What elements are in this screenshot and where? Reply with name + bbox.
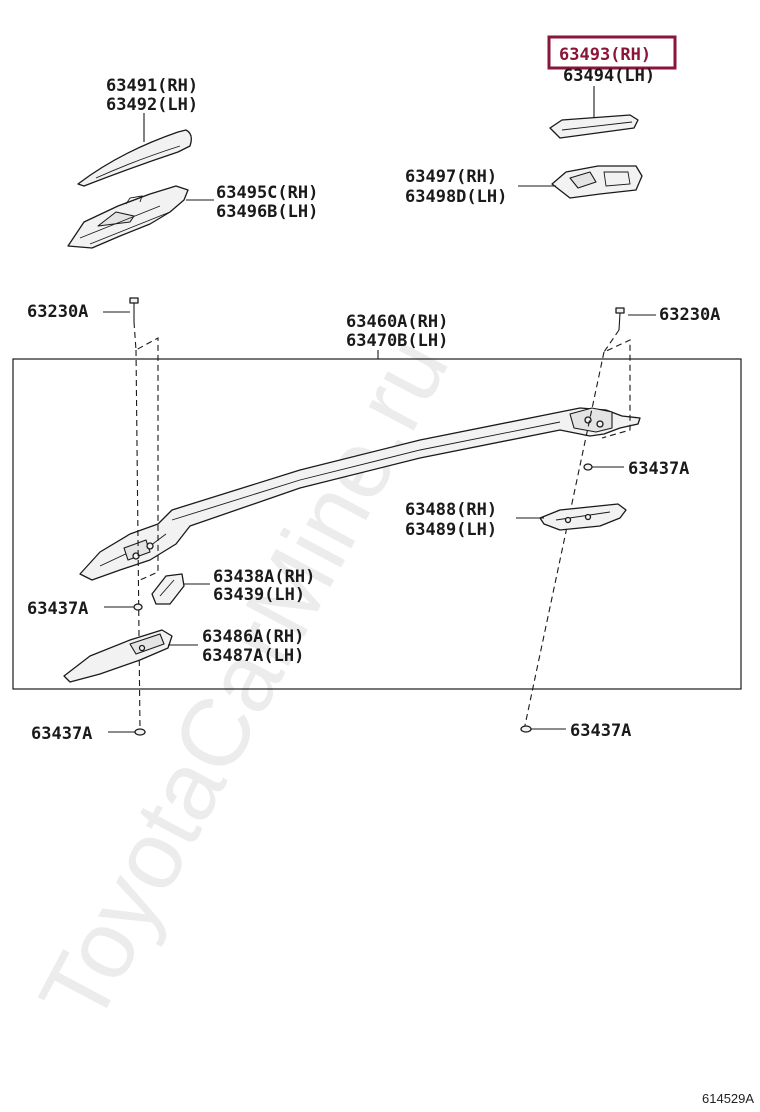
label-63495c: 63495C(RH) [216,183,318,203]
label-63494: 63494(LH) [563,66,655,86]
label-63496b: 63496B(LH) [216,202,318,222]
watermark: ToyotaCarMine.ru [19,321,469,1040]
label-63493: 63493(RH) [559,45,651,65]
label-63230a-left: 63230A [27,302,88,322]
alignment-lines [133,321,631,731]
highlight-box-63493 [547,35,677,70]
part-63493-cover [549,114,639,139]
label-63230a-right: 63230A [659,305,720,325]
label-63498d: 63498D(LH) [405,187,507,207]
part-63495c-base [67,185,189,249]
part-63438a-bracket [151,573,185,605]
part-63497-bracket [551,165,643,199]
clip-63437a-left-lower [134,728,146,736]
clip-63437a-right-lower [520,725,532,733]
label-63488: 63488(RH) [405,500,497,520]
label-63491: 63491(RH) [106,76,198,96]
label-63487a: 63487A(LH) [202,646,304,666]
label-63486a: 63486A(RH) [202,627,304,647]
clip-63437a-left-middle [133,603,143,611]
part-63488-end-cover [539,503,627,531]
label-63438a: 63438A(RH) [213,567,315,587]
label-63460a: 63460A(RH) [346,312,448,332]
label-63437a-l1: 63437A [27,599,88,619]
diagram-ref-number: 614529A [702,1091,754,1106]
part-63460a-roof-rail [79,407,641,581]
label-63470b: 63470B(LH) [346,331,448,351]
bolt-63230a-right [615,307,625,331]
label-63439: 63439(LH) [213,585,305,605]
bolt-63230a-left [129,297,139,322]
label-63497: 63497(RH) [405,167,497,187]
part-63486a-end-cover [63,629,173,683]
label-63492: 63492(LH) [106,95,198,115]
label-63437a-r2: 63437A [570,721,631,741]
label-63437a-l2: 63437A [31,724,92,744]
part-63491-cover [77,129,192,187]
label-63437a-r1: 63437A [628,459,689,479]
label-63489: 63489(LH) [405,520,497,540]
clip-63437a-right-upper [583,463,593,471]
assembly-frame [12,358,742,690]
